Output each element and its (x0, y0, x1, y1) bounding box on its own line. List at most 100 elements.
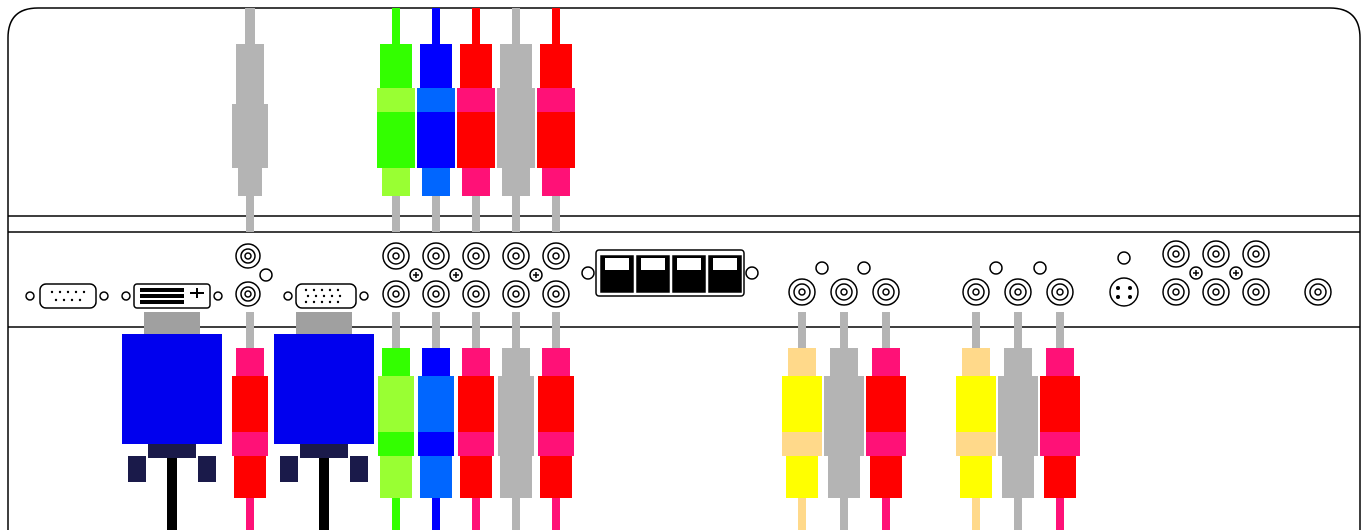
screw (1190, 267, 1202, 279)
plug-pin (552, 312, 560, 348)
plug-body (234, 456, 266, 498)
plug-grip (232, 104, 268, 168)
plug-pin (972, 312, 980, 348)
connector-shell (144, 312, 200, 336)
vga-port (284, 284, 368, 308)
plug-pin (882, 312, 890, 348)
cable-wire (392, 498, 400, 530)
bottom-plug-component-red (458, 312, 494, 530)
plug-body (460, 44, 492, 88)
screw (450, 269, 462, 281)
plug-neck (422, 348, 450, 376)
plug-band (457, 88, 495, 112)
plug-neck (462, 168, 490, 196)
plug-body (420, 456, 452, 498)
plug-neck (382, 348, 410, 376)
bottom-plug-audio-red (538, 312, 574, 530)
plug-pin (432, 196, 440, 232)
cable-wire (432, 8, 440, 44)
coax-jack (1305, 279, 1331, 305)
component-jack-bottom-5 (543, 281, 569, 307)
plug-band (497, 88, 535, 112)
cable-wire (167, 458, 177, 530)
plug-body (540, 456, 572, 498)
thumbscrew-right (198, 456, 216, 482)
plug-grip (824, 376, 864, 432)
component-jack-top-1 (383, 243, 409, 269)
plug-neck (382, 168, 410, 196)
top-plug-component-blue (417, 8, 455, 232)
plug-body (870, 456, 902, 498)
plug-grip (498, 376, 534, 432)
av2-jacks (963, 262, 1073, 305)
screw (1230, 267, 1242, 279)
right-jack-top-2 (1203, 241, 1229, 267)
plug-body (380, 456, 412, 498)
plug-neck (502, 168, 530, 196)
plug-body (380, 44, 412, 88)
screw (530, 269, 542, 281)
thumbscrew-left (280, 456, 298, 482)
cable-wire (472, 498, 480, 530)
bottom-plug-av2-video-yellow (956, 312, 996, 530)
s-video-jack (1110, 252, 1138, 306)
plug-grip (458, 376, 494, 432)
right-jack-bottom-1 (1163, 279, 1189, 305)
thumbscrew-left (128, 456, 146, 482)
cable-wire (512, 498, 520, 530)
plug-neck (1004, 348, 1032, 376)
cable-wire (246, 498, 254, 530)
cable-wire (972, 498, 980, 530)
plug-grip (417, 112, 455, 168)
plug-band (782, 432, 822, 456)
plug-body (960, 456, 992, 498)
cable-wire (840, 498, 848, 530)
component-jack-top-5 (543, 243, 569, 269)
dvi-port (122, 284, 222, 308)
bottom-plug-av2-audio-gray (998, 312, 1038, 530)
right-component-jacks (1163, 241, 1269, 305)
plug-pin (472, 196, 480, 232)
top-plug-component-red (457, 8, 495, 232)
plug-band (418, 432, 454, 456)
cable-wire (432, 498, 440, 530)
cable-wire (512, 8, 520, 44)
screw (410, 269, 422, 281)
rs232-port (26, 284, 108, 308)
component-jack-top-3 (463, 243, 489, 269)
vga-cable (274, 312, 374, 530)
plug-pin (552, 196, 560, 232)
connector-strain (300, 444, 348, 458)
bottom-plug-av2-audio-red (1040, 312, 1080, 530)
plug-neck (238, 168, 262, 196)
plug-neck (502, 348, 530, 376)
plug-pin (512, 312, 520, 348)
cable-wire (472, 8, 480, 44)
plug-grip (1040, 376, 1080, 432)
plug-body (540, 44, 572, 88)
plug-neck (542, 348, 570, 376)
bottom-plug-component-green (378, 312, 414, 530)
plug-grip (418, 376, 454, 432)
component-jack-bottom-2 (423, 281, 449, 307)
cable-wire (1056, 498, 1064, 530)
connector-row (26, 241, 1331, 308)
plug-body (236, 44, 264, 104)
cable-wire (319, 458, 329, 530)
plug-band (1040, 432, 1080, 456)
plug-grip (998, 376, 1038, 432)
plug-pin (512, 196, 520, 232)
plug-band (866, 432, 906, 456)
bottom-plug-av1-audio-red (866, 312, 906, 530)
top-plug-audio-red (537, 8, 575, 232)
plug-band (232, 432, 268, 456)
plug-band (498, 432, 534, 456)
plug-grip (378, 376, 414, 432)
plug-neck (962, 348, 990, 376)
right-jack-top-3 (1243, 241, 1269, 267)
plug-body (460, 456, 492, 498)
plug-neck (462, 348, 490, 376)
plug-grip (497, 112, 535, 168)
top-plug-audio-gray-2 (497, 8, 535, 232)
bottom-plug-av1-audio-gray (824, 312, 864, 530)
